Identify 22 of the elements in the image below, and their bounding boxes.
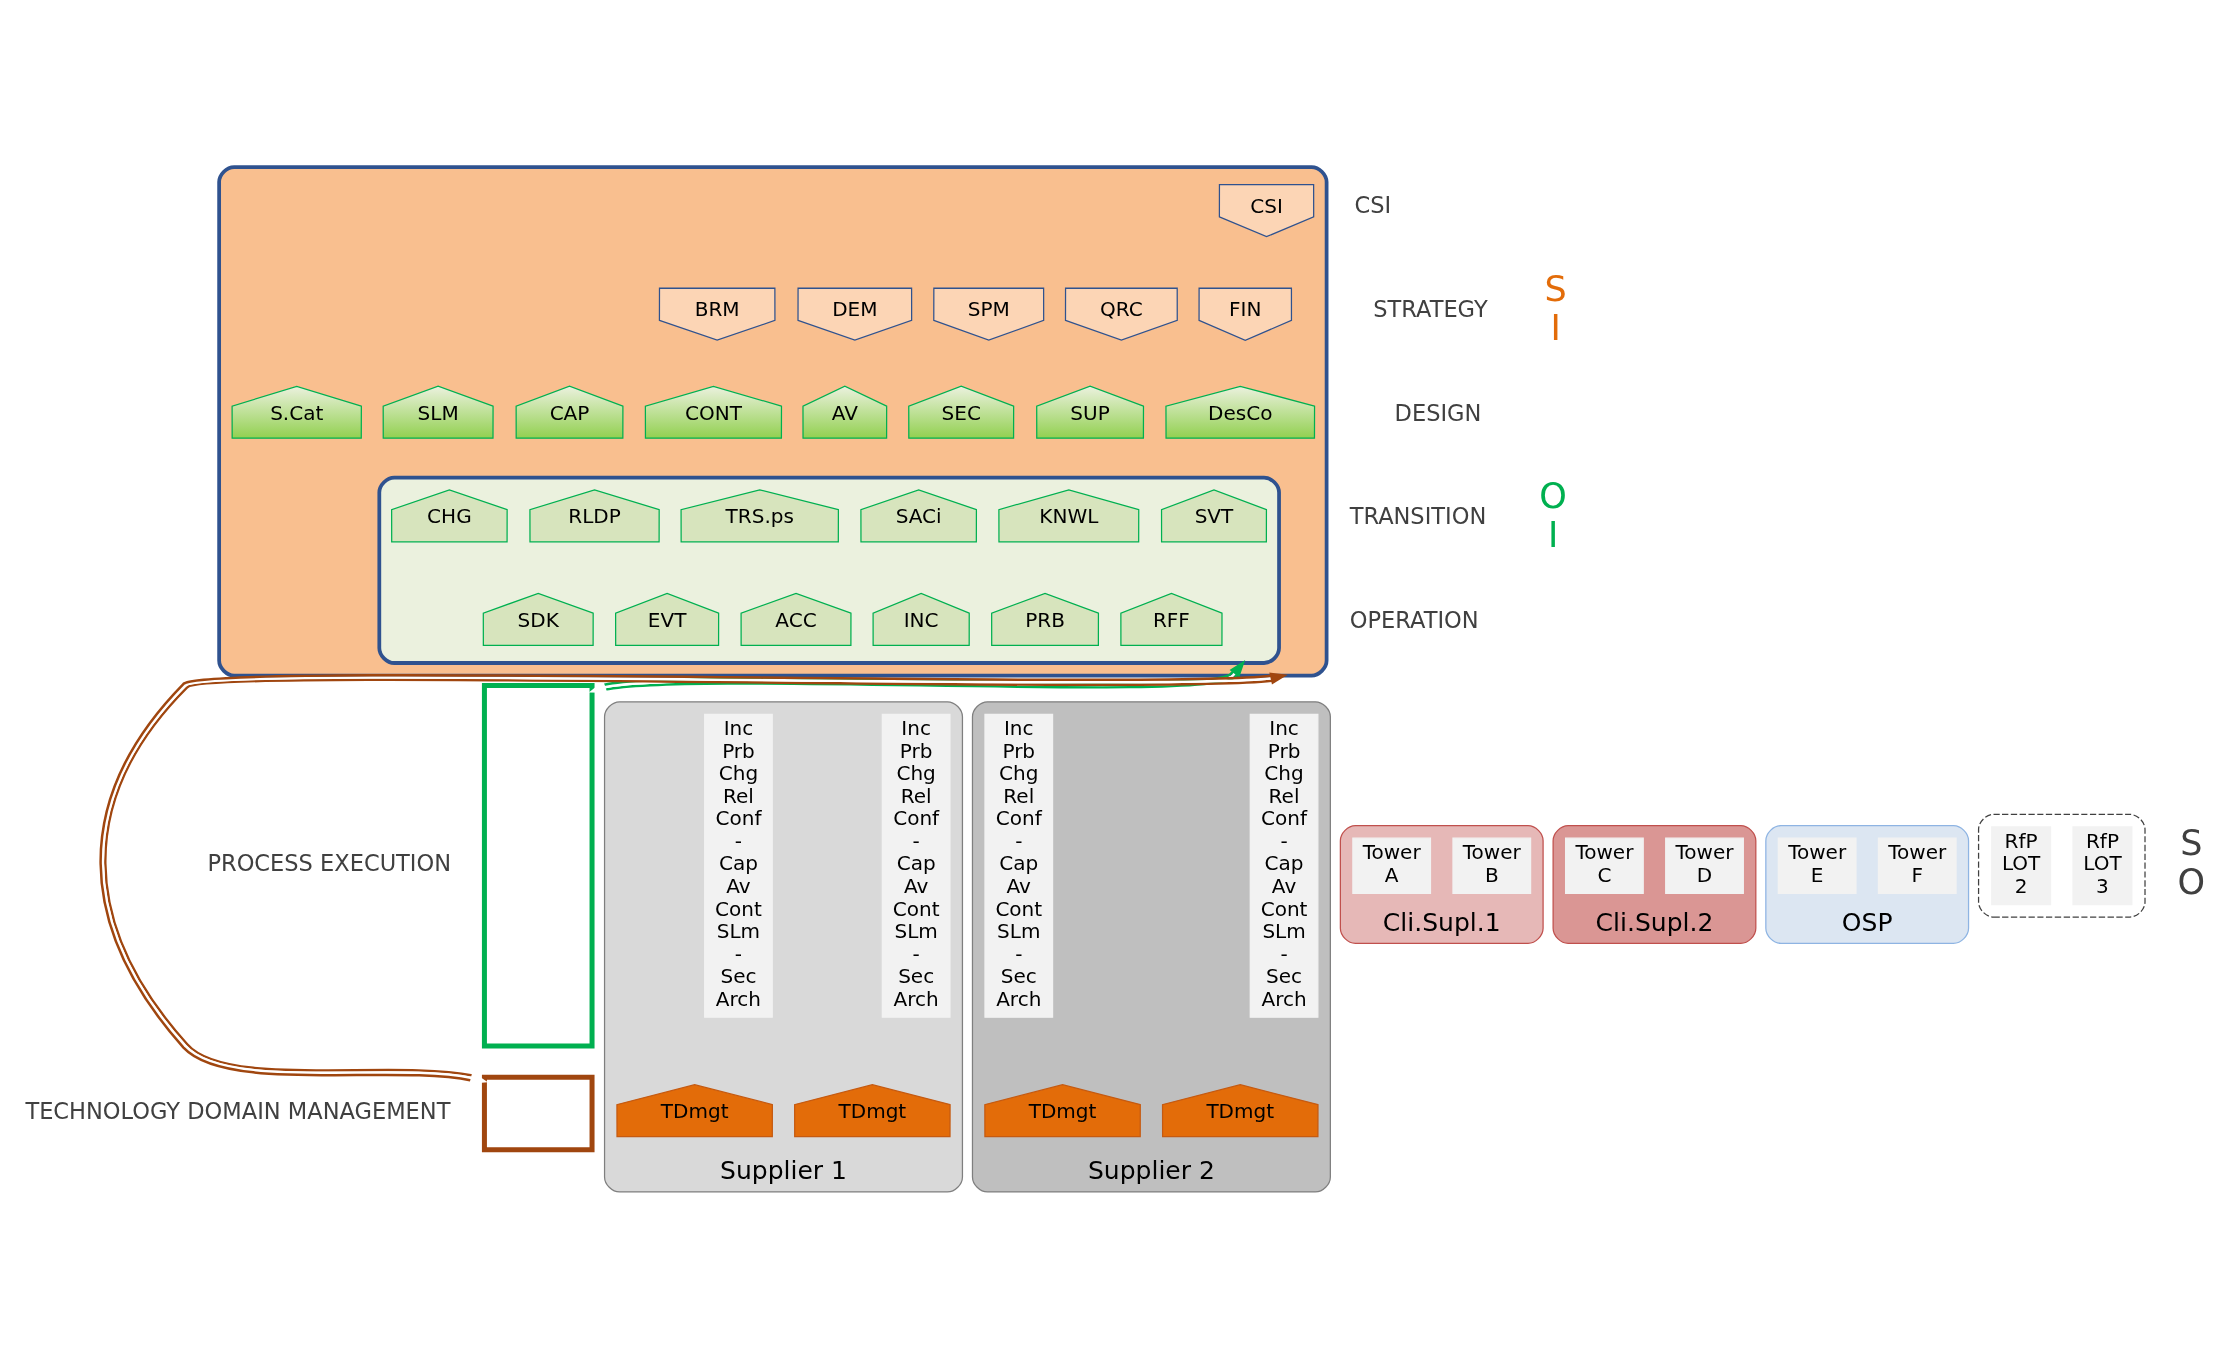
label: DESIGN (1394, 399, 1482, 426)
label: PROCESS EXECUTION (207, 850, 452, 877)
node-box: Tower A (1352, 837, 1432, 894)
cluster (1977, 813, 2146, 918)
node-box (481, 683, 595, 1049)
label: TRANSITION (1349, 503, 1487, 530)
label: CSI (1354, 192, 1392, 219)
node-box: Tower B (1452, 837, 1532, 894)
label: S O (2177, 821, 2206, 902)
label: O I (1539, 474, 1567, 555)
label: TECHNOLOGY DOMAIN MANAGEMENT (25, 1098, 451, 1124)
node-box: Inc Prb Chg Rel Conf - Cap Av Cont SLm - Sec Arch (881, 713, 951, 1018)
node-box (481, 1074, 595, 1153)
label: S I (1544, 267, 1567, 348)
label: OPERATION (1349, 606, 1479, 633)
node-box: Inc Prb Chg Rel Conf - Cap Av Cont SLm - Sec Arch (704, 713, 773, 1018)
cluster (377, 475, 1281, 665)
node-box: Inc Prb Chg Rel Conf - Cap Av Cont SLm - Sec Arch (1249, 713, 1319, 1018)
label: STRATEGY (1373, 295, 1488, 322)
node-box: Inc Prb Chg Rel Conf - Cap Av Cont SLm - Sec Arch (984, 713, 1054, 1018)
node-box: Tower C (1565, 837, 1644, 894)
node-box: Tower D (1665, 837, 1744, 894)
